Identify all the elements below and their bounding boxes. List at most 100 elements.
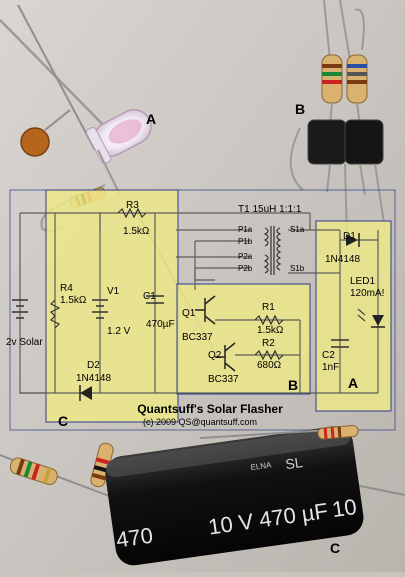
r1-name: R1: [262, 302, 275, 313]
q1-name: Q1: [182, 308, 196, 319]
r1-symbol: [254, 314, 284, 326]
t1-p2b: P2b: [238, 264, 253, 273]
capacitor-body: 10 V 470 µF 470 10 SL ELNA: [105, 426, 364, 566]
t1-s1b: S1b: [290, 264, 305, 273]
top-axial-resistor-photo: [317, 424, 359, 440]
d1-diode-symbol: [346, 233, 360, 247]
d2-triangle: [80, 386, 92, 400]
q1-value: BC337: [182, 332, 213, 343]
t1-p2a: P2a: [238, 252, 253, 261]
led1-value: 120mA!: [350, 288, 384, 299]
solar-cell-symbol: [12, 299, 28, 319]
c1-capacitor-symbol: [146, 295, 164, 304]
r4-symbol: [49, 299, 61, 329]
wire-t1: [323, 0, 331, 61]
led-body-photo: [85, 109, 152, 165]
t1-p1a: P1a: [238, 225, 253, 234]
q2-transistor-symbol: [215, 342, 236, 372]
ceramic-cap-lead: [44, 109, 71, 131]
d2-diode-symbol: [79, 385, 92, 401]
t1-label: T1 15uH 1:1:1: [238, 204, 302, 215]
q2-value: BC337: [208, 374, 239, 385]
cap-lead-top: [199, 429, 331, 439]
led-lead-bent: [97, 149, 121, 196]
r2-band-2: [347, 72, 367, 76]
block-c-overlay: [45, 189, 179, 423]
d1-name: D1: [343, 231, 356, 242]
r3-value: 1.5kΩ: [123, 226, 150, 237]
r3-symbol: [117, 207, 147, 219]
wire-q2: [194, 268, 215, 281]
section-letter-capacitor-photo: C: [330, 540, 340, 556]
electrolytic-capacitor-photo: 10 V 470 µF 470 10 SL ELNA: [0, 424, 405, 566]
section-letter-transistor-photo: B: [295, 101, 305, 117]
axial-resistor-photo: [9, 457, 58, 485]
small-axial-photo: [90, 442, 114, 488]
q1-emitter: [204, 315, 216, 325]
r3-name: R3: [126, 200, 139, 211]
cap-lead-right: [354, 484, 405, 496]
r2-band-1: [347, 64, 367, 68]
wire-t6: [326, 163, 331, 193]
ceramic-capacitor-photo: [20, 127, 50, 157]
q2-collector: [224, 342, 236, 352]
transistor-photo-1: [307, 119, 347, 165]
t1-s1a: S1a: [290, 225, 305, 234]
q2-emitter: [224, 362, 236, 372]
r2-value: 680Ω: [257, 360, 282, 371]
r1-value: 1.5kΩ: [257, 325, 284, 336]
r2-name: R2: [262, 338, 275, 349]
q1-collector: [204, 295, 216, 305]
t1-p1b: P1b: [238, 237, 253, 246]
led-lead-short: [17, 4, 96, 151]
r1-band-3: [322, 80, 342, 84]
q2-name: Q2: [208, 350, 222, 361]
resistor-photo-2: [346, 54, 368, 104]
cap-marking-left: 470: [115, 523, 155, 553]
d1-triangle: [346, 234, 358, 246]
v1-name: V1: [107, 286, 120, 297]
led-lead-long: [0, 19, 119, 141]
r1-band-1: [322, 64, 342, 68]
r2-band-3: [347, 80, 367, 84]
c2-name: C2: [322, 350, 335, 361]
led1-ray-1: [357, 308, 366, 316]
r4-name: R4: [60, 283, 73, 294]
cap-marking-right: 10: [331, 494, 359, 522]
led1-name: LED1: [350, 276, 375, 287]
wire-t2: [339, 0, 351, 61]
r2-symbol: [254, 349, 284, 361]
wire-t10: [289, 127, 304, 191]
schematic-wires: [19, 212, 379, 394]
c2-value: 1nF: [322, 362, 339, 373]
section-letter-right-block: A: [348, 375, 358, 391]
c2-capacitor-symbol: [331, 339, 349, 348]
schematic-frame: [9, 189, 396, 431]
schematic-title: Quantsuff's Solar Flasher: [137, 402, 283, 416]
led1-triangle: [372, 315, 384, 326]
section-letter-led-photo: A: [146, 111, 156, 127]
wire-t9: [374, 163, 386, 231]
transistor-assembly-photo: [289, 0, 386, 241]
c1-name: C1: [143, 291, 156, 302]
schematic-copyright: (c) 2009 QS@quantsuff.com: [143, 417, 257, 427]
section-letter-mid-block: B: [288, 377, 298, 393]
block-b-overlay: [176, 283, 311, 395]
component-labels: R3 1.5kΩ T1 15uH 1:1:1 P1a P1b P2a P2b S…: [6, 200, 384, 385]
v1-value: 1.2 V: [107, 326, 131, 337]
c1-value: 470µF: [146, 319, 175, 330]
solar-label: 2v Solar: [6, 337, 43, 348]
wire-t3: [354, 8, 365, 51]
v1-battery-symbol: [92, 299, 108, 319]
transformer-t1-symbol: [263, 226, 282, 275]
led1-symbol: [357, 308, 385, 328]
led1-ray-2: [357, 314, 366, 322]
r4-value: 1.5kΩ: [60, 295, 87, 306]
q1-transistor-symbol: [195, 295, 216, 325]
cap-marking-brand: ELNA: [250, 460, 273, 472]
t1-primary-2: [263, 254, 269, 274]
transistor-photo-2: [344, 119, 384, 165]
cap-marking-series: SL: [284, 454, 303, 472]
